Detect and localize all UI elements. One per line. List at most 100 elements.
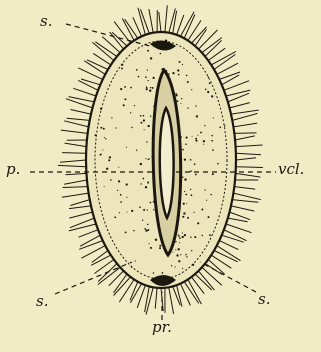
- granule: [117, 190, 118, 191]
- cilium: [81, 79, 100, 85]
- cilium: [222, 75, 240, 85]
- granule: [211, 95, 213, 97]
- granule: [186, 256, 187, 257]
- granule: [203, 144, 204, 145]
- cilium: [180, 284, 190, 306]
- cilium: [165, 5, 167, 32]
- granule: [175, 241, 177, 243]
- cilium: [231, 206, 254, 211]
- cilium: [226, 90, 250, 96]
- granule: [147, 224, 149, 226]
- granule: [140, 164, 141, 165]
- granule: [204, 125, 205, 126]
- granule: [197, 222, 199, 224]
- granule: [190, 189, 191, 190]
- cilium: [231, 110, 259, 114]
- granule: [182, 64, 183, 65]
- granule: [212, 149, 214, 151]
- granule: [184, 234, 186, 236]
- granule: [185, 254, 186, 255]
- cilium: [67, 118, 90, 120]
- granule: [162, 272, 164, 274]
- cilium: [71, 110, 92, 115]
- cilium: [78, 68, 102, 80]
- cilium: [145, 286, 150, 312]
- label-s-top: s.: [40, 14, 52, 29]
- granule: [146, 88, 148, 90]
- granule: [186, 203, 187, 204]
- cilium: [73, 88, 96, 96]
- granule: [178, 260, 180, 262]
- granule: [209, 83, 210, 84]
- granule: [177, 100, 179, 102]
- granule: [184, 158, 186, 160]
- cilium: [102, 37, 120, 53]
- granule: [149, 90, 151, 92]
- granule: [139, 206, 141, 208]
- granule: [118, 180, 120, 182]
- granule: [172, 251, 173, 252]
- cilium: [149, 9, 153, 33]
- granule: [120, 88, 122, 90]
- granule: [181, 98, 182, 99]
- cilium: [98, 267, 120, 284]
- granule: [195, 140, 197, 142]
- granule: [200, 132, 202, 134]
- cilium: [80, 235, 100, 246]
- granule: [183, 203, 185, 205]
- cilium: [61, 130, 88, 133]
- granule: [148, 125, 150, 127]
- granule: [186, 137, 188, 139]
- granule: [159, 247, 161, 249]
- granule: [201, 209, 203, 211]
- cilium: [64, 121, 88, 127]
- granule: [124, 86, 126, 88]
- granule: [131, 267, 132, 268]
- granule: [147, 50, 149, 52]
- granule: [193, 212, 194, 213]
- granule: [116, 127, 117, 128]
- granule: [160, 53, 162, 55]
- granule: [182, 236, 184, 238]
- granule: [182, 233, 183, 234]
- granule: [213, 117, 214, 118]
- granule: [121, 64, 123, 66]
- granule: [152, 77, 154, 79]
- granule: [209, 234, 211, 236]
- granule: [143, 119, 145, 121]
- cilium: [62, 193, 89, 197]
- granule: [191, 194, 193, 196]
- granule: [140, 115, 142, 117]
- granule: [126, 147, 127, 148]
- granule: [109, 156, 111, 158]
- cilium: [69, 212, 92, 218]
- granule: [106, 168, 108, 170]
- granule: [224, 125, 225, 126]
- granule: [125, 231, 127, 233]
- granule: [134, 105, 135, 106]
- granule: [194, 163, 196, 165]
- granule: [145, 186, 147, 188]
- granule: [150, 57, 152, 59]
- cilium: [159, 12, 161, 32]
- cilium: [232, 200, 258, 203]
- cilium: [224, 81, 249, 91]
- cilium: [69, 224, 96, 231]
- cilium: [188, 280, 202, 305]
- label-s-left: s.: [36, 294, 48, 309]
- cilium: [236, 158, 256, 160]
- cilium: [173, 11, 177, 34]
- granule: [178, 234, 179, 235]
- granule: [159, 245, 161, 247]
- granule: [197, 135, 198, 136]
- granule: [171, 265, 172, 266]
- granule: [149, 243, 150, 244]
- granule: [147, 69, 148, 70]
- granule: [120, 194, 122, 196]
- granule: [211, 140, 213, 142]
- cilium: [79, 230, 99, 238]
- granule: [196, 115, 198, 117]
- granule: [190, 159, 192, 161]
- granule: [142, 219, 143, 220]
